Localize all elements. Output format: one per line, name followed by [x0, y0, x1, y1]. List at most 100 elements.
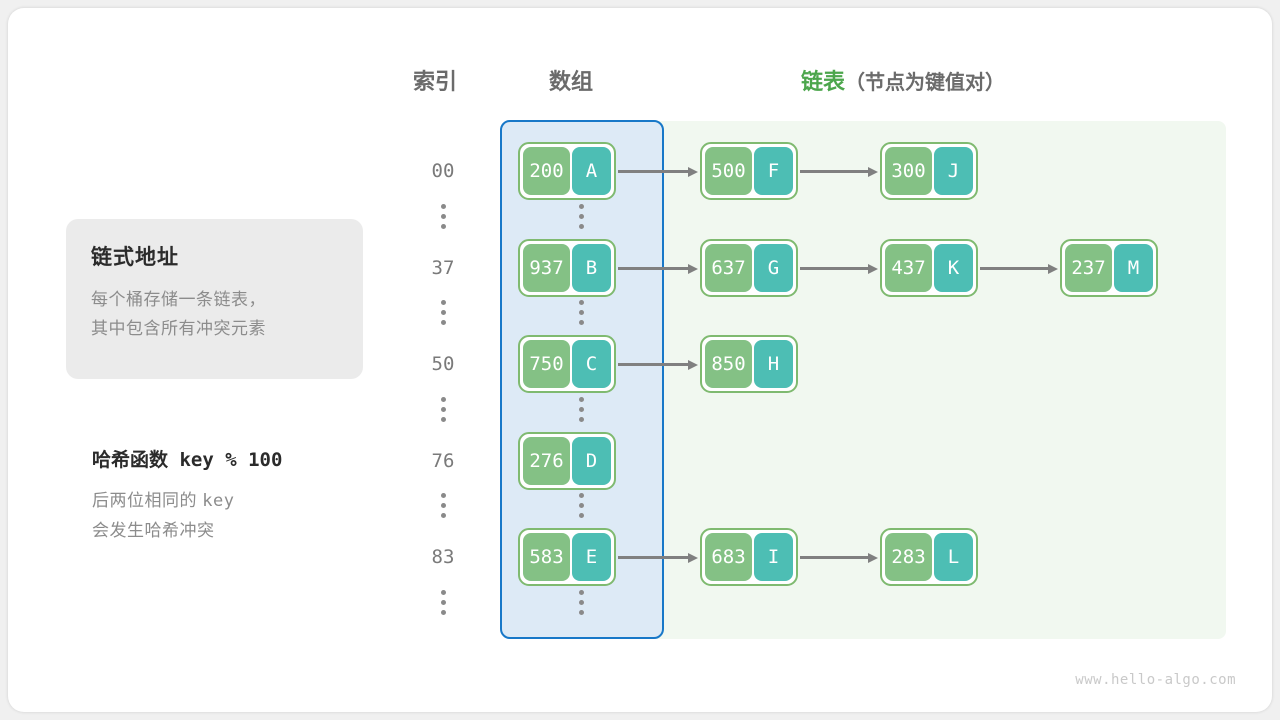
node-key: 637 — [705, 244, 752, 292]
node-value: J — [934, 147, 973, 195]
node-value: L — [934, 533, 973, 581]
dot — [578, 407, 584, 412]
next-pointer-arrow — [618, 360, 698, 370]
index-ellipsis — [438, 397, 448, 422]
arrow-shaft — [618, 170, 689, 173]
header-array: 数组 — [549, 69, 594, 94]
hash-function-line1-code: key — [202, 491, 235, 511]
array-ellipsis — [576, 204, 586, 229]
dot — [578, 503, 584, 508]
dot — [578, 300, 584, 305]
arrow-shaft — [618, 363, 689, 366]
dot — [440, 320, 446, 325]
info-box-line1: 每个桶存储一条链表， — [91, 290, 266, 309]
header-linked-list-main: 链表 — [801, 69, 846, 94]
bucket-index-label: 50 — [431, 353, 455, 375]
dot — [578, 417, 584, 422]
node-value: K — [934, 244, 973, 292]
node-key: 683 — [705, 533, 752, 581]
bucket-index-label: 37 — [431, 257, 455, 279]
dot — [440, 407, 446, 412]
node-value: C — [572, 340, 611, 388]
index-ellipsis — [438, 204, 448, 229]
next-pointer-arrow — [618, 264, 698, 274]
hash-function-line1-cn: 后两位相同的 — [92, 491, 197, 510]
node-key: 200 — [523, 147, 570, 195]
dot — [440, 214, 446, 219]
array-ellipsis — [576, 493, 586, 518]
node-key: 276 — [523, 437, 570, 485]
node-key: 237 — [1065, 244, 1112, 292]
node-value: A — [572, 147, 611, 195]
dot — [440, 610, 446, 615]
array-ellipsis — [576, 590, 586, 615]
dot — [440, 503, 446, 508]
arrow-shaft — [980, 267, 1049, 270]
arrow-head — [688, 264, 698, 274]
dot — [440, 300, 446, 305]
array-ellipsis — [576, 397, 586, 422]
node-value: F — [754, 147, 793, 195]
next-pointer-arrow — [800, 553, 878, 563]
dot — [578, 397, 584, 402]
arrow-head — [688, 167, 698, 177]
header-index: 索引 — [413, 69, 458, 94]
array-ellipsis — [576, 300, 586, 325]
dot — [440, 204, 446, 209]
next-pointer-arrow — [800, 264, 878, 274]
node-value: I — [754, 533, 793, 581]
dot — [440, 590, 446, 595]
arrow-head — [868, 553, 878, 563]
node-key: 437 — [885, 244, 932, 292]
node-key: 937 — [523, 244, 570, 292]
dot — [578, 320, 584, 325]
arrow-head — [868, 167, 878, 177]
node-value: B — [572, 244, 611, 292]
hash-function-body: 后两位相同的 key 会发生哈希冲突 — [92, 486, 362, 545]
arrow-shaft — [800, 267, 869, 270]
node-key: 850 — [705, 340, 752, 388]
node-key: 583 — [523, 533, 570, 581]
node-key: 500 — [705, 147, 752, 195]
index-ellipsis — [438, 493, 448, 518]
dot — [578, 310, 584, 315]
node-value: D — [572, 437, 611, 485]
dot — [578, 493, 584, 498]
info-box-body: 每个桶存储一条链表， 其中包含所有冲突元素 — [91, 285, 341, 343]
diagram-card: 索引 数组 链表（节点为键值对） 链式地址 每个桶存储一条链表， 其中包含所有冲… — [8, 8, 1272, 712]
next-pointer-arrow — [800, 167, 878, 177]
arrow-head — [868, 264, 878, 274]
watermark: www.hello-algo.com — [1075, 672, 1236, 688]
header-linked-list-sub: （节点为键值对） — [845, 72, 1006, 94]
index-ellipsis — [438, 300, 448, 325]
arrow-head — [1048, 264, 1058, 274]
arrow-head — [688, 360, 698, 370]
hash-function-title: 哈希函数 key % 100 — [92, 445, 282, 472]
arrow-shaft — [800, 556, 869, 559]
hash-function-line2: 会发生哈希冲突 — [92, 521, 215, 540]
next-pointer-arrow — [618, 553, 698, 563]
hash-function-line1: 后两位相同的 key — [92, 486, 362, 516]
dot — [440, 417, 446, 422]
dot — [578, 513, 584, 518]
next-pointer-arrow — [618, 167, 698, 177]
dot — [440, 493, 446, 498]
node-value: H — [754, 340, 793, 388]
node-key: 283 — [885, 533, 932, 581]
hash-function-title-cn: 哈希函数 — [92, 450, 169, 471]
next-pointer-arrow — [980, 264, 1058, 274]
dot — [578, 590, 584, 595]
index-ellipsis — [438, 590, 448, 615]
dot — [440, 600, 446, 605]
